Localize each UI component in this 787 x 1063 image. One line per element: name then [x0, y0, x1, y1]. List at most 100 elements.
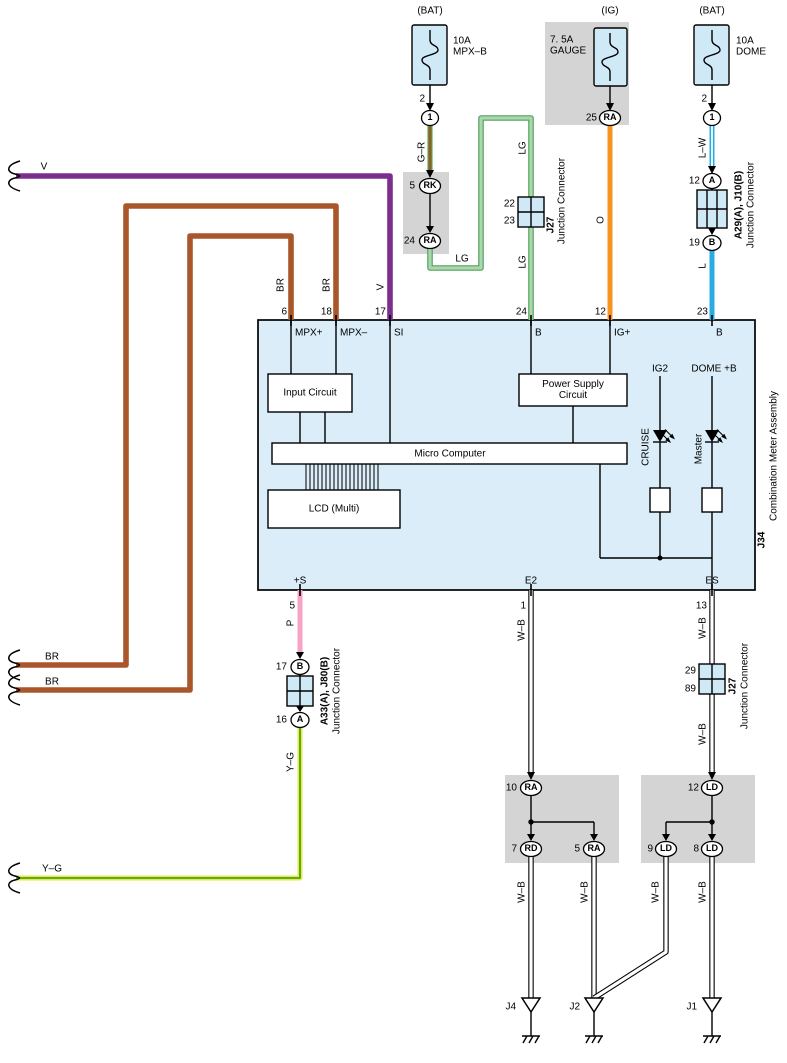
oval-a29-a-text: A	[708, 175, 716, 186]
arrow-down-icon	[606, 103, 614, 111]
meter-pin-name: SI	[394, 327, 404, 339]
meter-box	[257, 319, 756, 591]
input-circuit-label: Input Circuit	[283, 387, 337, 399]
fuse-gauge-ig-label: (IG)	[601, 5, 619, 17]
meter-pin-name: IG+	[614, 327, 631, 339]
wire-break-icon	[8, 649, 21, 681]
ground-j4-label: J4	[505, 1001, 516, 1013]
grid-lines	[697, 190, 727, 228]
fuse-mpx-b	[411, 24, 448, 86]
fuse-mpx-bat-label: (BAT)	[417, 5, 443, 17]
oval-ra-24	[418, 232, 442, 250]
oval-rd7-text: RD	[524, 843, 538, 854]
pin-ticks	[290, 315, 713, 596]
junction-dot	[657, 555, 663, 561]
oval-ld12-text: LD	[706, 782, 718, 793]
ig2-label: IG2	[651, 363, 669, 375]
oval-ra-25	[598, 109, 622, 127]
meter-pin-name: E2	[524, 575, 538, 587]
wire-label-yg: Y–G	[41, 863, 63, 875]
arrow-down-icon	[426, 170, 434, 178]
arrow-down-icon	[708, 228, 716, 235]
arrow-down-icon	[662, 834, 670, 841]
oval-a33-a	[290, 711, 310, 729]
wire-label-wb: W–B	[516, 881, 528, 903]
wire-label-lg: LG	[517, 141, 529, 155]
wire-label-br: BR	[45, 676, 59, 688]
meter-pin-num: 17	[374, 306, 386, 318]
meter-id: J34	[756, 531, 768, 549]
master-label: Master	[693, 433, 705, 465]
arrow-down-icon	[527, 772, 535, 780]
pin-89-label: 89	[684, 683, 696, 695]
oval-ld-8	[700, 840, 724, 858]
fuse-dome-rating: 10A	[736, 35, 754, 47]
splice-dot	[528, 819, 534, 825]
ground-j2	[583, 997, 605, 1044]
junction-a33	[286, 675, 314, 707]
oval-1-right-text: 1	[709, 112, 715, 123]
wire-label-wb: W–B	[697, 617, 709, 639]
wire-label-o: O	[595, 216, 607, 224]
pin-22-label: 22	[503, 198, 515, 210]
fuse-mpx-pin: 2	[419, 93, 425, 105]
oval-rk	[418, 177, 442, 195]
oval-a29-b	[702, 234, 722, 252]
wire-wb-diagonal-core	[593, 856, 668, 1000]
oval-ld-12	[700, 779, 724, 797]
arrow-down-icon	[708, 772, 716, 780]
fuse-element-icon	[601, 33, 619, 81]
arrow-down-icon	[708, 103, 716, 111]
oval-ra24-text: RA	[423, 235, 437, 246]
wire-label-wb: W–B	[650, 881, 662, 903]
a33-id: A33(A), J80(B)	[319, 656, 331, 726]
wire-v	[16, 173, 393, 320]
pin-10-label: 10	[505, 782, 517, 794]
oval-rd-7	[519, 840, 543, 858]
cruise-driver-box	[649, 487, 671, 513]
fuse-gauge-name: GAUGE	[550, 45, 587, 57]
arrow-down-icon	[708, 834, 716, 841]
ground-j1	[701, 997, 723, 1044]
fuse-gauge-pin: 25	[585, 112, 597, 124]
arrow-down-icon	[590, 834, 598, 841]
meter-pin-num: 12	[594, 306, 606, 318]
cruise-label: CRUISE	[640, 428, 652, 466]
fuse-gauge	[593, 27, 628, 87]
fuse-mpx-name: MPX–B	[453, 46, 487, 58]
pin-9-label: 9	[647, 843, 653, 855]
oval-a33-b	[290, 658, 310, 676]
led-triangle	[653, 430, 667, 442]
oval-ld-9	[654, 840, 678, 858]
earth-icon	[585, 1035, 603, 1044]
wire-label-lg: LG	[455, 253, 469, 265]
meter-pin-name: B	[716, 327, 723, 339]
oval-rk-text: RK	[423, 180, 437, 191]
wire-label-v: V	[40, 161, 48, 173]
meter-pin-name: B	[535, 327, 542, 339]
wire-yg-stripe	[16, 727, 301, 879]
fuse-dome-pin: 2	[701, 93, 707, 105]
ground-triangle-icon	[701, 997, 723, 1014]
pin-29-label: 29	[684, 665, 696, 677]
pin-8-label: 8	[693, 843, 699, 855]
oval-ra10-text: RA	[524, 782, 538, 793]
wire-br-inner	[16, 233, 294, 693]
junction-j27-top	[517, 196, 545, 228]
led-ray-arrow	[669, 433, 675, 440]
oval-1-right	[702, 109, 722, 127]
micro-computer-label: Micro Computer	[414, 448, 486, 460]
meter-pin-name: ES	[705, 575, 719, 587]
oval-ld9-text: LD	[660, 843, 672, 854]
meter-pin-name: MPX–	[340, 327, 368, 339]
wire-break-icon	[8, 862, 21, 894]
pin-5-label: 5	[409, 180, 415, 192]
meter-pin-num: 24	[515, 306, 527, 318]
oval-ra5-text: RA	[587, 843, 601, 854]
pin-23-label: 23	[503, 215, 515, 227]
fuse-element-icon	[703, 30, 721, 80]
wire-br-outer	[16, 203, 339, 668]
micro-computer-box	[271, 442, 628, 465]
